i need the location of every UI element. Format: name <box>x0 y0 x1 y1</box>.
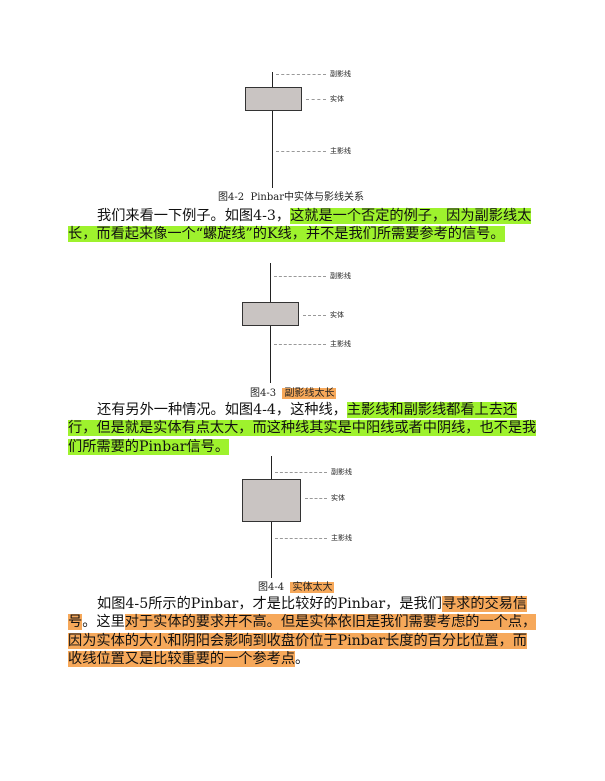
lower-shadow-label: 主影线 <box>330 340 351 348</box>
upper-shadow-label: 副影线 <box>330 70 351 78</box>
leader-line <box>275 472 327 473</box>
body-label: 实体 <box>330 95 344 103</box>
paragraph-text: 我们来看一下例子。如图4-3， <box>97 208 291 224</box>
caption-number: 图4-4 <box>258 582 285 593</box>
paragraph-2: 还有另外一种情况。如图4-4，这种线，主影线和副影线都看上去还行，但是就是实体有… <box>68 401 538 456</box>
leader-line <box>305 498 327 499</box>
leader-line <box>274 344 326 345</box>
paragraph-text: 如图4-5所示的Pinbar，才是比较好的Pinbar，是我们 <box>97 596 442 612</box>
upper-shadow-label: 副影线 <box>331 468 352 476</box>
figure-caption: 图4-2 Pinbar中实体与影线关系 <box>218 192 364 204</box>
caption-number: 图4-3 <box>250 388 277 399</box>
candle-wick <box>272 72 273 188</box>
leader-line <box>303 315 326 316</box>
leader-line <box>276 151 326 152</box>
figure-caption: 图4-3 副影线太长 <box>250 388 337 400</box>
candle-body <box>242 479 301 522</box>
body-label: 实体 <box>330 311 344 319</box>
paragraph-text: 。这里 <box>82 614 125 631</box>
paragraph-text: 还有另外一种情况。如图4-4，这种线， <box>97 402 347 418</box>
lower-shadow-label: 主影线 <box>330 147 351 155</box>
candle-body <box>245 87 302 111</box>
leader-line <box>276 74 326 75</box>
paragraph-1: 我们来看一下例子。如图4-3，这就是一个否定的例子，因为副影线太长，而看起来像一… <box>68 207 538 244</box>
paragraph-text: 。 <box>295 651 310 668</box>
highlighted-text: 这就是一个否定的例子，因为副影线太长，而看起来像一个“螺旋线”的K线，并不是我们… <box>68 208 532 243</box>
caption-number: 图4-2 <box>218 192 245 203</box>
paragraph-3: 如图4-5所示的Pinbar，才是比较好的Pinbar，是我们寻求的交易信号。这… <box>68 595 538 669</box>
leader-line <box>275 538 327 539</box>
caption-title: 副影线太长 <box>282 388 337 399</box>
lower-shadow-label: 主影线 <box>331 534 352 542</box>
caption-title: 实体太大 <box>290 582 335 593</box>
figure-caption: 图4-4 实体太大 <box>258 582 335 594</box>
upper-shadow-label: 副影线 <box>330 272 351 280</box>
leader-line <box>306 99 326 100</box>
caption-title: Pinbar中实体与影线关系 <box>250 192 364 203</box>
body-label: 实体 <box>331 494 345 502</box>
candle-body <box>242 302 299 326</box>
leader-line <box>274 276 326 277</box>
